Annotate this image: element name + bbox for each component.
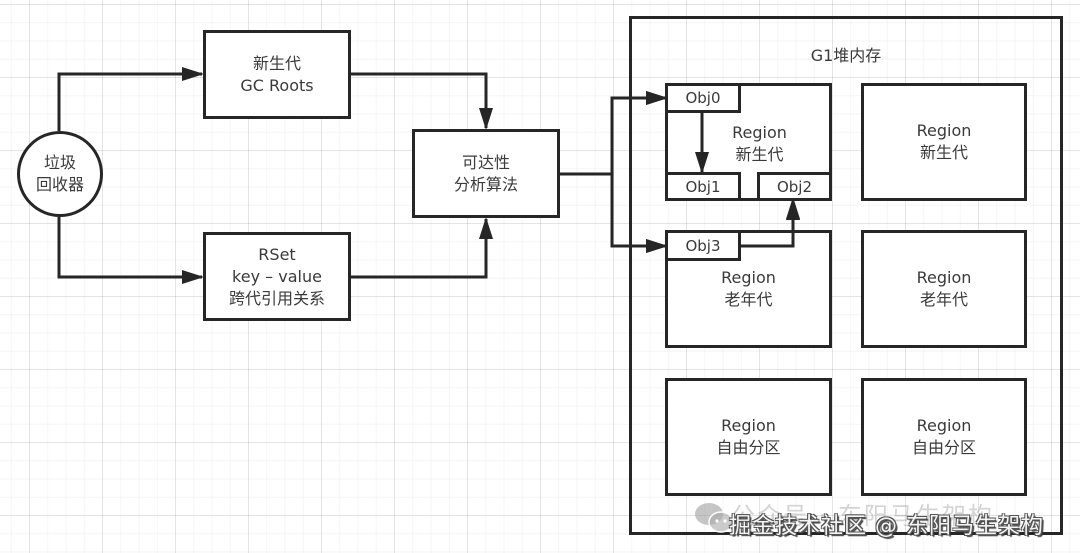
region-young-1-label-line2: 新生代 [735, 145, 784, 164]
g1-heap-title: G1堆内存 [810, 46, 882, 65]
region-old-2: Region 老年代 [861, 230, 1027, 348]
region-free-1: Region 自由分区 [665, 378, 832, 496]
obj1-label: Obj1 [685, 177, 721, 196]
region-free-1-label-line1: Region [721, 416, 776, 435]
region-young-2: Region 新生代 [861, 83, 1027, 201]
region-free-1-label-line2: 自由分区 [716, 438, 781, 457]
obj3-label: Obj3 [685, 236, 721, 255]
rset-node: RSet key – value 跨代引用关系 [203, 232, 351, 321]
obj2-label: Obj2 [776, 177, 813, 196]
reachability-analysis-node: 可达性 分析算法 [412, 129, 560, 218]
obj0-label: Obj0 [685, 89, 721, 107]
region-young-2-label-line2: 新生代 [919, 143, 968, 162]
rset-label-line3: 跨代引用关系 [228, 288, 325, 308]
region-free-2: Region 自由分区 [861, 378, 1027, 496]
object-obj2: Obj2 [757, 172, 832, 201]
gc-roots-label-line2: GC Roots [240, 75, 314, 95]
edge-collector-to-rset [57, 217, 204, 284]
region-old-2-label-line2: 老年代 [919, 290, 968, 309]
region-free-2-label-line1: Region [916, 416, 972, 435]
edge-obj3-to-obj2-arrow [740, 198, 800, 248]
reachability-label-line2: 分析算法 [453, 174, 518, 194]
rset-label-line2: key – value [232, 266, 322, 286]
region-young-2-label-line1: Region [916, 121, 972, 140]
edge-collector-to-gcroots [57, 67, 204, 131]
edge-gcroots-to-reachability [350, 72, 493, 130]
reachability-label-line1: 可达性 [461, 152, 510, 172]
collector-label-line1: 垃圾 [43, 153, 76, 172]
rset-label-line1: RSet [258, 244, 296, 264]
region-old-2-label-line1: Region [916, 268, 972, 287]
collector-label-line2: 回收器 [35, 175, 84, 194]
g1-heap-container: G1堆内存 [629, 16, 1063, 535]
region-young-1-label-line1: Region [732, 123, 787, 142]
edge-rset-to-reachability [350, 217, 493, 279]
region-free-2-label-line2: 自由分区 [911, 438, 976, 457]
gc-roots-node: 新生代 GC Roots [203, 30, 351, 119]
region-old-1-label-line2: 老年代 [724, 290, 773, 309]
garbage-collector-node: 垃圾 回收器 [17, 131, 103, 217]
region-old-1-label-line1: Region [721, 268, 776, 287]
gc-roots-label-line1: 新生代 [252, 53, 301, 73]
object-obj3: Obj3 [665, 230, 741, 261]
